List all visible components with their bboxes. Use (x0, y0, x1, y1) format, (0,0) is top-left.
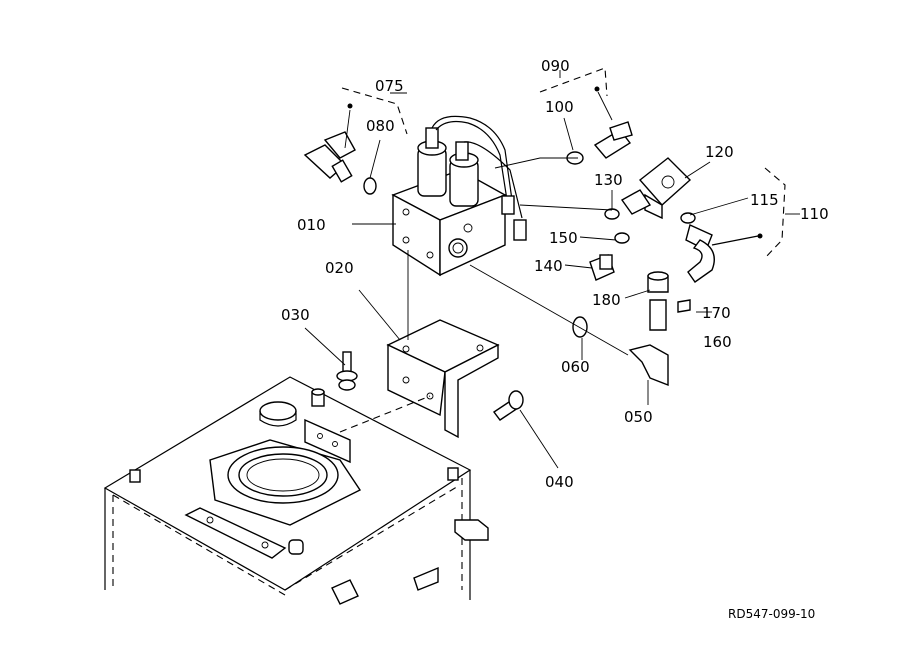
hydraulic-tank (103, 376, 489, 605)
label-150: 150 (549, 229, 578, 247)
label-140: 140 (534, 257, 563, 275)
part-labels: 075 080 090 100 120 130 115 110 010 150 … (281, 57, 829, 491)
hose-fitting-110 (680, 212, 759, 283)
bolt-040 (492, 390, 524, 421)
label-170: 170 (702, 304, 731, 322)
label-120: 120 (705, 143, 734, 161)
label-160: 160 (703, 333, 732, 351)
label-110: 110 (800, 205, 829, 223)
label-060: 060 (561, 358, 590, 376)
label-010: 010 (297, 216, 326, 234)
elbow-fitting-120 (604, 157, 692, 244)
label-090: 090 (541, 57, 570, 75)
label-040: 040 (545, 473, 574, 491)
leader-lines (304, 67, 800, 469)
tee-fitting-050 (572, 271, 691, 387)
label-075: 075 (375, 77, 404, 95)
label-080: 080 (366, 117, 395, 135)
label-030: 030 (281, 306, 310, 324)
adapter-fitting-140 (589, 254, 615, 281)
label-115: 115 (750, 191, 779, 209)
solenoid-valve-block (391, 115, 527, 277)
label-180: 180 (592, 291, 621, 309)
elbow-fitting-075 (303, 131, 377, 195)
connector-fitting-100 (566, 121, 633, 165)
label-020: 020 (325, 259, 354, 277)
label-050: 050 (624, 408, 653, 426)
bolt-030 (336, 351, 358, 391)
drawing-code: RD547-099-10 (728, 607, 815, 621)
label-100: 100 (545, 98, 574, 116)
mounting-bracket (386, 319, 500, 439)
label-130: 130 (594, 171, 623, 189)
